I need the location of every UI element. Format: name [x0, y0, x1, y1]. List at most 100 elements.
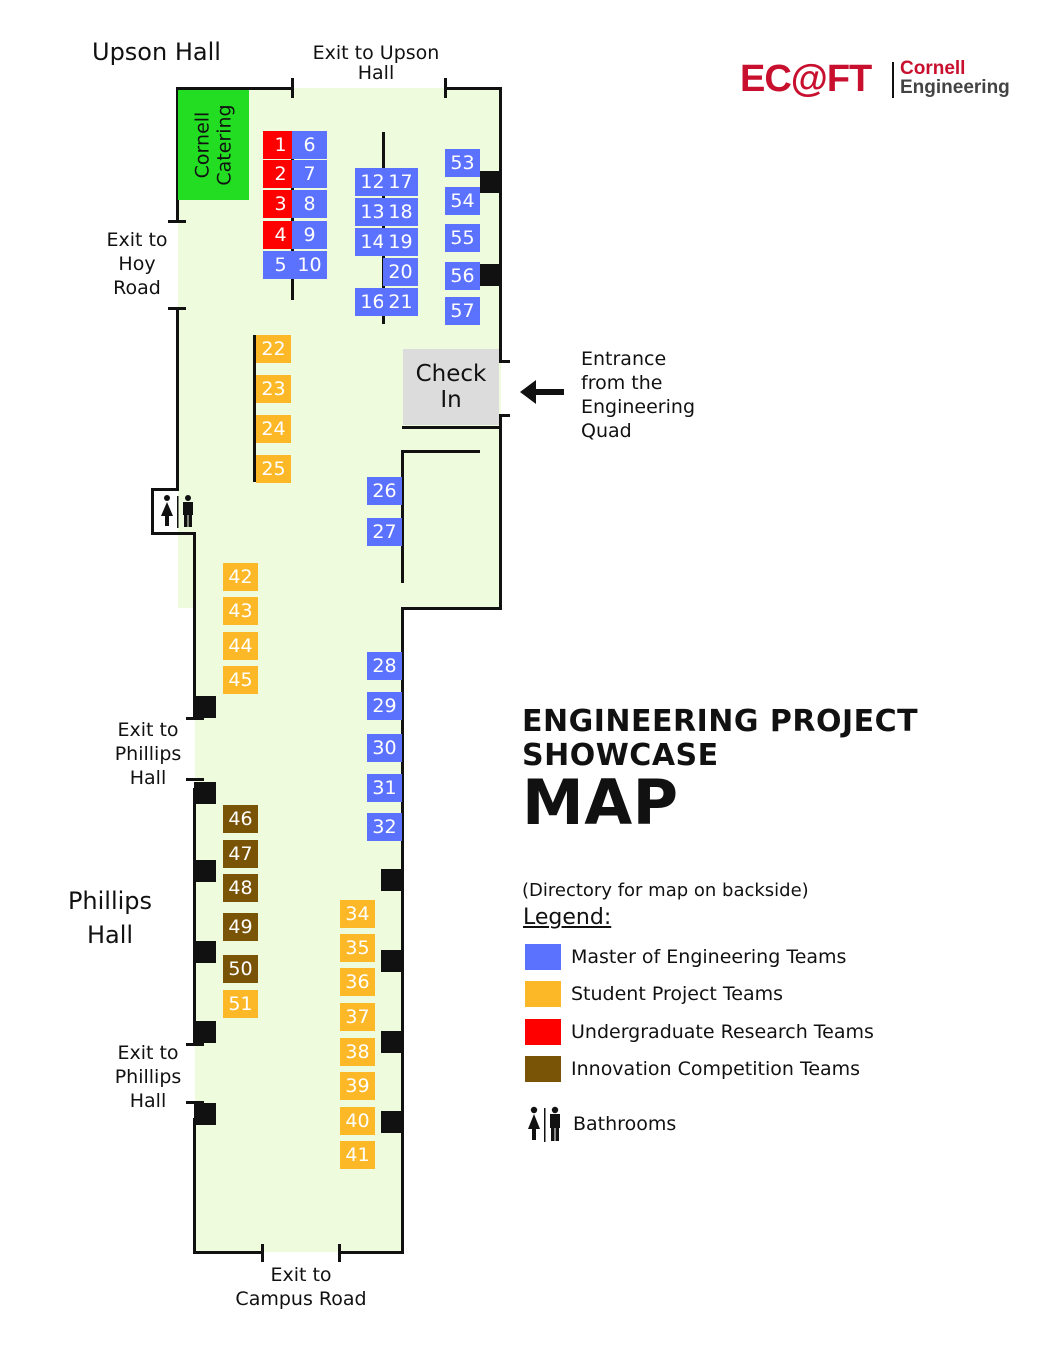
exit-label-line: Exit to: [117, 1042, 179, 1064]
booth-40: 40: [340, 1107, 375, 1135]
partition: [401, 450, 404, 583]
wall: [151, 488, 154, 535]
pillar: [194, 860, 216, 882]
pillar: [381, 1031, 403, 1053]
exit-phillips-hall-label-1: Exit to Phillips Hall: [108, 718, 188, 790]
booth-36: 36: [340, 968, 375, 996]
booth-37: 37: [340, 1003, 375, 1031]
booth-49: 49: [223, 913, 258, 941]
logo-divider: [892, 62, 894, 98]
pillar: [480, 264, 502, 286]
booth-27: 27: [367, 518, 402, 546]
booth-32: 32: [367, 813, 402, 841]
pillar: [194, 782, 216, 804]
exit-label-line: Exit to Upson: [312, 42, 440, 64]
upson-hall-label: Upson Hall: [92, 38, 221, 66]
partition: [402, 426, 502, 429]
exit-label-line: Campus Road: [235, 1288, 367, 1310]
restroom-icon: [158, 494, 198, 528]
pillar: [194, 941, 216, 963]
wall: [168, 307, 186, 310]
legend-item-innovation-competition: Innovation Competition Teams: [525, 1055, 860, 1083]
exit-label-line: Hoy: [118, 253, 156, 275]
check-in-label-line1: Check: [415, 361, 487, 387]
booth-9: 9: [292, 221, 327, 249]
partition: [253, 335, 256, 482]
check-in-area: Check In: [403, 349, 499, 425]
wall: [499, 87, 502, 362]
wall: [176, 87, 293, 90]
wall: [445, 87, 502, 90]
wall: [151, 488, 179, 491]
wall: [193, 788, 196, 1045]
entrance-label-line: Entrance: [581, 348, 667, 370]
pillar: [381, 950, 403, 972]
pillar: [381, 869, 403, 891]
booth-7: 7: [292, 160, 327, 188]
legend-label: Innovation Competition Teams: [571, 1058, 861, 1080]
wall: [186, 1101, 204, 1104]
pillar: [381, 1111, 403, 1133]
booth-26: 26: [367, 477, 402, 505]
wall: [186, 717, 204, 720]
map-title-line1: ENGINEERING PROJECT: [522, 704, 919, 739]
exit-label-line: Road: [113, 277, 161, 299]
wall: [193, 533, 196, 719]
exit-label-line: Exit to: [270, 1264, 332, 1286]
wall: [339, 1251, 404, 1254]
booth-47: 47: [223, 840, 258, 868]
legend-item-student-project: Student Project Teams: [525, 980, 783, 1008]
booth-43: 43: [223, 597, 258, 625]
booth-51: 51: [223, 990, 258, 1018]
partition: [402, 450, 480, 453]
wall: [168, 220, 186, 223]
booth-57: 57: [445, 297, 480, 325]
wall: [176, 87, 179, 222]
exit-label-line: Hall: [129, 767, 167, 789]
booth-34: 34: [340, 900, 375, 928]
wall: [151, 532, 196, 535]
booth-28: 28: [367, 652, 402, 680]
booth-24: 24: [256, 415, 291, 443]
engineering-logo-text: Engineering: [900, 77, 1010, 98]
booth-45: 45: [223, 666, 258, 694]
exit-label-line: Phillips: [114, 1066, 182, 1088]
booth-46: 46: [223, 805, 258, 833]
booth-41: 41: [340, 1141, 375, 1169]
wall: [338, 1244, 341, 1262]
booth-48: 48: [223, 874, 258, 902]
wall: [186, 778, 204, 781]
legend-label: Bathrooms: [573, 1113, 677, 1135]
booth-53: 53: [445, 149, 480, 177]
booth-17: 17: [383, 168, 418, 196]
booth-23: 23: [256, 375, 291, 403]
wall: [291, 78, 294, 98]
booth-56: 56: [445, 262, 480, 290]
booth-10: 10: [292, 251, 327, 279]
exit-upson-hall-label: Exit to Upson Hall: [306, 41, 446, 85]
booth-44: 44: [223, 632, 258, 660]
wall: [402, 607, 502, 610]
legend-item-meng: Master of Engineering Teams: [525, 943, 846, 971]
booth-39: 39: [340, 1072, 375, 1100]
pillar: [194, 1021, 216, 1043]
booth-30: 30: [367, 734, 402, 762]
exit-phillips-hall-label-2: Exit to Phillips Hall: [108, 1041, 188, 1113]
booth-50: 50: [223, 955, 258, 983]
check-in-label-line2: In: [440, 387, 462, 413]
pillar: [194, 1103, 216, 1125]
booth-20: 20: [383, 258, 418, 286]
booth-42: 42: [223, 563, 258, 591]
ecaft-logo-text: EC@FT: [740, 58, 872, 100]
legend-swatch: [525, 981, 561, 1007]
building-label-line: Hall: [86, 921, 134, 949]
entrance-label-line: Quad: [581, 420, 632, 442]
catering-label-line2: Catering: [213, 104, 236, 186]
booth-8: 8: [292, 190, 327, 218]
cornell-logo-text: Cornell: [900, 58, 966, 79]
wall: [193, 1251, 263, 1254]
exit-label-line: Hall: [129, 1090, 167, 1112]
wall: [193, 1118, 196, 1254]
exit-campus-road-label: Exit to Campus Road: [226, 1263, 376, 1311]
wall: [186, 1043, 204, 1046]
